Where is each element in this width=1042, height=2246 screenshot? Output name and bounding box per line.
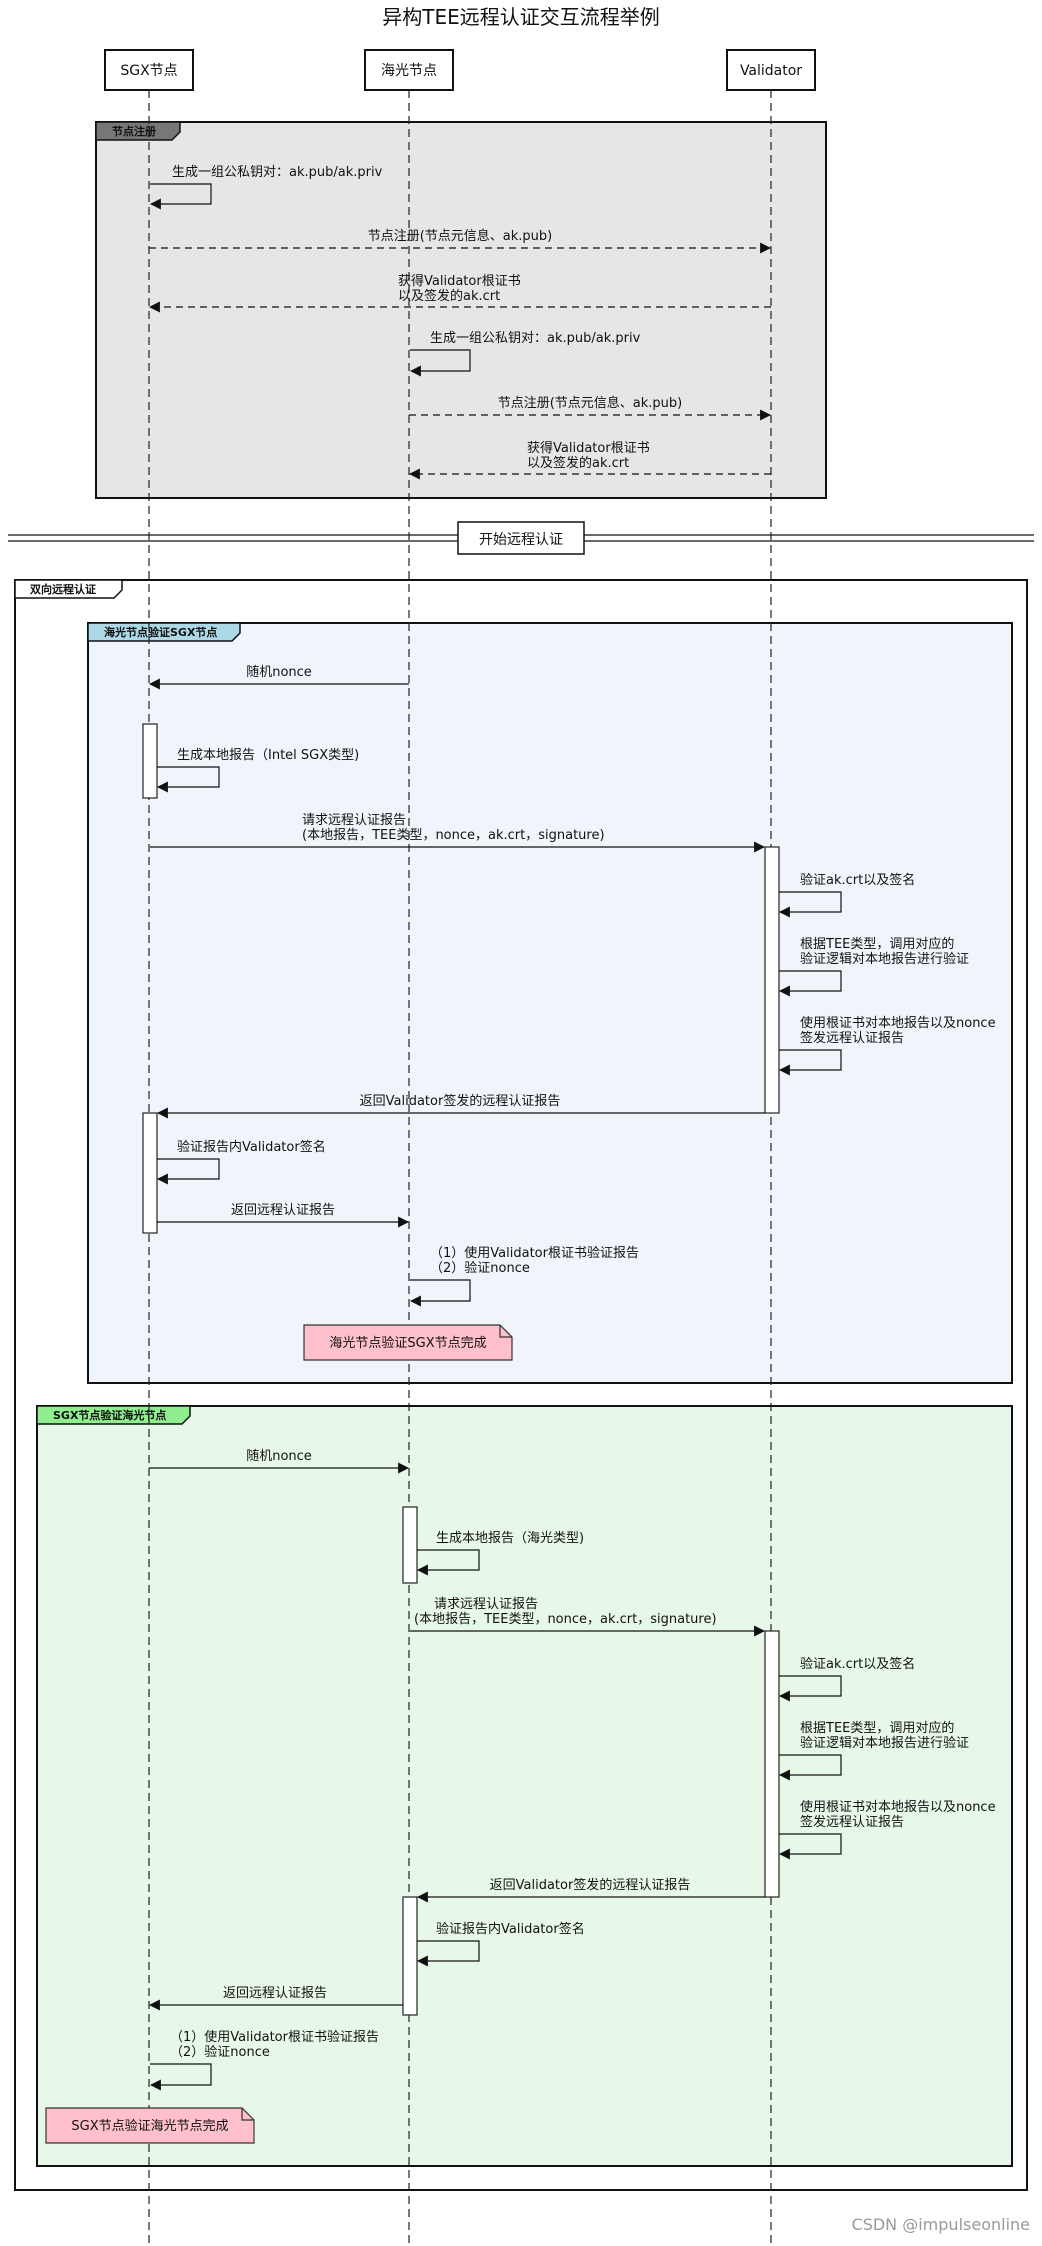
activation-validator-1	[764, 846, 780, 1114]
msg-b-verify-tee-label-1: 根据TEE类型，调用对应的	[800, 1720, 954, 1736]
participant-hygon	[364, 49, 454, 91]
note-hygon-verified-sgx-label: 海光节点验证SGX节点完成	[329, 1335, 486, 1351]
watermark: CSDN @impulseonline	[852, 2215, 1030, 2234]
msg-b-verify-tee	[778, 1754, 842, 1781]
activation-hygon-1	[402, 1506, 418, 1584]
msg-b-local-report	[416, 1549, 480, 1576]
msg-a-sign-report-label-1: 使用根证书对本地报告以及nonce	[800, 1015, 996, 1031]
msg-a-sign-report-label-2: 签发远程认证报告	[800, 1030, 904, 1046]
msg-b-request-report-label-2: (本地报告，TEE类型，nonce，ak.crt，signature)	[414, 1612, 717, 1627]
note-sgx-verified-hygon-label: SGX节点验证海光节点完成	[71, 2118, 228, 2134]
participant-validator	[726, 49, 816, 91]
hygon-verifies-sgx-group	[87, 622, 1013, 1384]
activation-validator-2	[764, 1630, 780, 1898]
msg-a-request-report-label-1: 请求远程认证报告	[302, 813, 406, 828]
msg-b-verify-tee-label-2: 验证逻辑对本地报告进行验证	[800, 1735, 969, 1751]
note-sgx-verified-hygon	[45, 2107, 255, 2144]
note-sgx-verified-hygon-fold	[241, 2108, 254, 2121]
msg-a-final-verify-label-1: （1）使用Validator根证书验证报告	[430, 1245, 639, 1261]
msg-hygon-register-label: 节点注册(节点元信息、ak.pub)	[498, 395, 683, 411]
msg-hygon-get-cert-label-2: 以及签发的ak.crt	[527, 455, 629, 471]
msg-a-verify-signature-label: 验证报告内Validator签名	[177, 1139, 326, 1155]
msg-a-verify-crt-label: 验证ak.crt以及签名	[800, 872, 915, 888]
msg-a-sign-report	[778, 1049, 842, 1076]
msg-sgx-generate-keys-label: 生成一组公私钥对：ak.pub/ak.priv	[172, 165, 383, 180]
msg-b-final-verify-label-1: （1）使用Validator根证书验证报告	[170, 2029, 379, 2045]
hygon-verifies-sgx-tab	[87, 622, 241, 642]
bidirectional-group	[14, 579, 1028, 2191]
sgx-verifies-hygon-label: SGX节点验证海光节点	[53, 1408, 166, 1422]
msg-hygon-get-cert-label-1: 获得Validator根证书	[527, 440, 650, 456]
msg-b-return-report-label: 返回远程认证报告	[223, 1986, 327, 2001]
divider-box	[457, 521, 585, 555]
msg-b-sign-report	[778, 1833, 842, 1860]
activation-hygon-2	[402, 1896, 418, 2016]
msg-a-return-validator-report-label: 返回Validator签发的远程认证报告	[360, 1093, 561, 1109]
participant-sgx	[104, 49, 194, 91]
msg-b-return-validator-report-label: 返回Validator签发的远程认证报告	[490, 1877, 691, 1893]
msg-sgx-get-cert-label-2: 以及签发的ak.crt	[398, 288, 500, 304]
sgx-verifies-hygon-group	[36, 1405, 1013, 2167]
msg-b-verify-signature-label: 验证报告内Validator签名	[436, 1921, 585, 1937]
registration-group-tab	[95, 121, 181, 141]
msg-b-verify-signature	[416, 1940, 480, 1967]
activation-sgx-2	[142, 1112, 158, 1234]
msg-a-verify-tee	[778, 970, 842, 997]
msg-hygon-generate-keys	[409, 349, 471, 377]
msg-sgx-register-label: 节点注册(节点元信息、ak.pub)	[368, 228, 553, 244]
msg-a-return-report-label: 返回远程认证报告	[231, 1203, 335, 1218]
hygon-verifies-sgx-label: 海光节点验证SGX节点	[104, 625, 217, 639]
note-hygon-verified-sgx-fold	[499, 1325, 512, 1338]
msg-b-verify-crt-label: 验证ak.crt以及签名	[800, 1656, 915, 1672]
msg-b-final-verify	[149, 2063, 212, 2091]
msg-b-final-verify-label-2: （2）验证nonce	[170, 2044, 270, 2060]
bidirectional-group-label: 双向远程认证	[30, 582, 96, 596]
diagram-title: 异构TEE远程认证交互流程举例	[382, 5, 660, 29]
participant-validator-label: Validator	[740, 63, 802, 79]
msg-a-verify-tee-label-2: 验证逻辑对本地报告进行验证	[800, 951, 969, 967]
msg-a-request-report-label-2: (本地报告，TEE类型，nonce，ak.crt，signature)	[302, 828, 605, 843]
activation-sgx-1	[142, 723, 158, 799]
sgx-verifies-hygon-tab	[36, 1405, 191, 1425]
msg-b-request-report-label-1: 请求远程认证报告	[434, 1597, 538, 1612]
msg-b-sign-report-label-2: 签发远程认证报告	[800, 1814, 904, 1830]
participant-hygon-label: 海光节点	[381, 63, 437, 79]
bidirectional-group-tab	[14, 579, 123, 599]
msg-hygon-generate-keys-label: 生成一组公私钥对：ak.pub/ak.priv	[430, 331, 641, 346]
msg-a-nonce-label: 随机nonce	[246, 665, 312, 680]
registration-group-label: 节点注册	[112, 124, 156, 138]
msg-b-local-report-label: 生成本地报告（海光类型)	[436, 1531, 584, 1546]
msg-b-sign-report-label-1: 使用根证书对本地报告以及nonce	[800, 1799, 996, 1815]
msg-sgx-generate-keys	[149, 183, 212, 210]
msg-a-verify-crt	[778, 891, 842, 918]
msg-a-local-report-label: 生成本地报告（Intel SGX类型)	[177, 748, 359, 763]
divider-label: 开始远程认证	[479, 532, 563, 548]
msg-a-final-verify-label-2: （2）验证nonce	[430, 1260, 530, 1276]
msg-a-final-verify	[409, 1279, 471, 1307]
msg-a-verify-tee-label-1: 根据TEE类型，调用对应的	[800, 936, 954, 952]
registration-group	[95, 121, 827, 499]
participant-sgx-label: SGX节点	[120, 63, 177, 79]
msg-a-verify-signature	[156, 1158, 220, 1185]
msg-sgx-get-cert-label-1: 获得Validator根证书	[398, 273, 521, 289]
msg-a-local-report	[156, 766, 220, 793]
msg-b-verify-crt	[778, 1675, 842, 1702]
msg-b-nonce-label: 随机nonce	[246, 1449, 312, 1464]
note-hygon-verified-sgx	[303, 1324, 513, 1361]
